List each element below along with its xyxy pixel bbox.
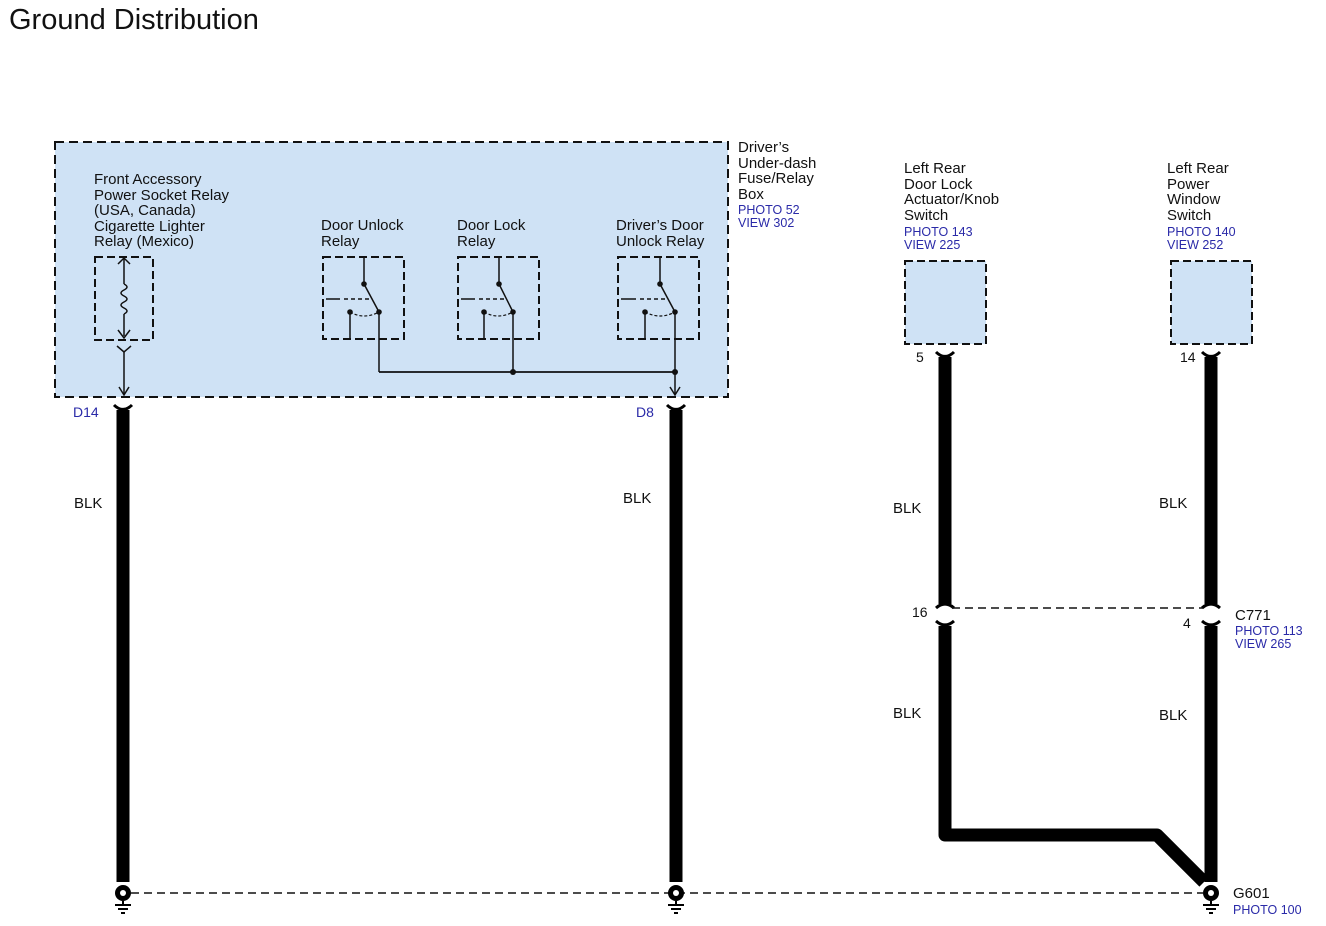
- wire-d14-blk: [112, 403, 134, 882]
- c771-pin-right: 4: [1183, 615, 1191, 631]
- power-window-switch-reference[interactable]: PHOTO 140 VIEW 252: [1167, 225, 1236, 252]
- ground-icon: [115, 885, 131, 914]
- wire-color-label: BLK: [74, 495, 103, 512]
- ground-icon: [668, 885, 684, 914]
- terminal-d14: D14: [73, 404, 99, 420]
- wire-color-label: BLK: [1159, 707, 1188, 724]
- front-accessory-relay-symbol: [94, 256, 154, 397]
- door-lock-relay-label: Door Lock Relay: [457, 217, 526, 250]
- c771-label: C771: [1235, 607, 1271, 624]
- door-lock-switch-pin: 5: [916, 349, 924, 365]
- wire-power-window-switch-blk: [1200, 350, 1222, 882]
- door-lock-switch-reference[interactable]: PHOTO 143 VIEW 225: [904, 225, 973, 252]
- door-lock-switch-label: Left Rear Door Lock Actuator/Knob Switch: [904, 160, 1000, 224]
- wire-color-label: BLK: [1159, 495, 1188, 512]
- fuse-relay-box: [54, 141, 729, 398]
- page-title: Ground Distribution: [9, 4, 259, 36]
- left-rear-door-lock-switch-box: [904, 260, 987, 345]
- c771-pin-left: 16: [912, 604, 928, 620]
- fuse-box-reference[interactable]: PHOTO 52 VIEW 302: [738, 203, 800, 230]
- drivers-door-unlock-relay-label: Driver’s Door Unlock Relay: [616, 217, 705, 250]
- c771-reference[interactable]: PHOTO 113 VIEW 265: [1235, 624, 1303, 651]
- front-accessory-relay-label: Front Accessory Power Socket Relay (USA,…: [94, 171, 230, 250]
- power-window-switch-label: Left Rear Power Window Switch: [1167, 160, 1229, 224]
- internal-ground-bus: [379, 369, 678, 375]
- g601-reference[interactable]: PHOTO 100: [1233, 903, 1302, 917]
- fuse-box-label: Driver’s Under-dash Fuse/Relay Box: [738, 139, 817, 203]
- wire-door-lock-switch-blk: [934, 350, 1209, 887]
- drivers-door-unlock-relay-symbol: [617, 256, 700, 397]
- ground-icon: [1203, 885, 1219, 914]
- power-window-switch-pin: 14: [1180, 349, 1196, 365]
- wire-color-label: BLK: [893, 705, 922, 722]
- wire-d8-blk: [665, 403, 687, 882]
- wire-color-label: BLK: [623, 490, 652, 507]
- wire-color-label: BLK: [893, 500, 922, 517]
- g601-label: G601: [1233, 885, 1270, 902]
- door-lock-relay-symbol: [457, 256, 540, 372]
- door-unlock-relay-label: Door Unlock Relay: [321, 217, 404, 250]
- left-rear-power-window-switch-box: [1170, 260, 1253, 345]
- door-unlock-relay-symbol: [322, 256, 405, 372]
- terminal-d8: D8: [636, 404, 654, 420]
